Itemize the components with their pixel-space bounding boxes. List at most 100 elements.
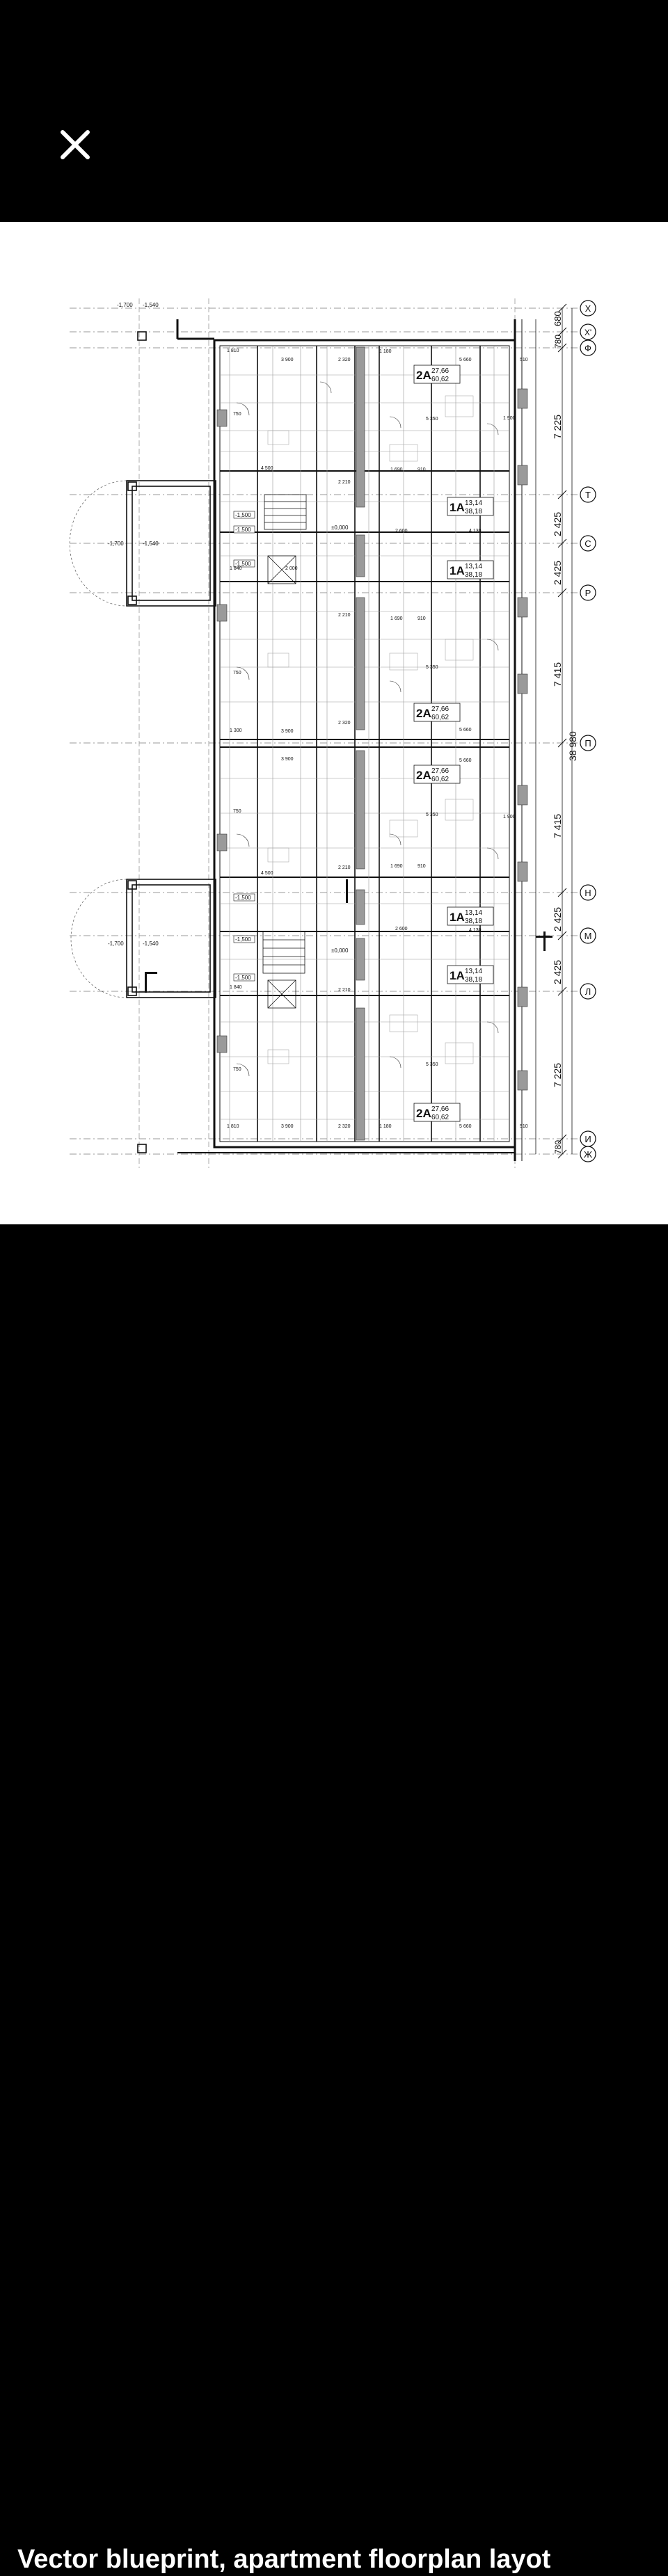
dim-label: 4 500 [261,466,273,471]
dim-label: 2 600 [395,529,408,534]
svg-text:Л: Л [585,986,591,997]
viewer-top-bar [0,0,668,222]
dim-label: 1 690 [390,864,403,869]
svg-text:38,18: 38,18 [465,976,482,984]
dim-label: 2 320 [338,1124,351,1129]
dim-label: 750 [233,671,241,675]
dim-label: 5 660 [459,1124,472,1129]
axis-marker: Ж [580,1146,596,1162]
svg-text:2A: 2A [416,369,431,382]
axis-marker: Н [580,884,596,901]
svg-text:38,18: 38,18 [465,571,482,579]
dim-label: 5 350 [426,1062,438,1067]
svg-text:Ж: Ж [584,1149,592,1160]
dim-label: 2 000 [285,566,298,571]
apartment-tags: 2A 27,66 60,62 1A 13,14 38,18 1A 13,14 3… [413,365,494,1122]
level-mark: -1,500 [235,527,251,533]
dim-label: 2 210 [338,865,351,870]
dim-label: 1 840 [230,985,242,990]
svg-text:П: П [584,738,591,749]
svg-text:1A: 1A [450,501,465,514]
dim-label: 7 225 [552,415,563,439]
dim-label: 780 [553,335,563,349]
level-mark: -1,500 [235,561,251,567]
svg-text:С: С [584,538,591,549]
image-caption: Vector blueprint, apartment floorplan la… [17,2545,551,2574]
right-dimensions: 680 780 7 225 2 425 2 425 7 415 38 980 7… [552,311,578,1154]
dim-label: 3 900 [281,1124,294,1129]
dim-label: 2 210 [338,988,351,993]
dim-label: 2 425 [552,561,563,585]
level-mark: -1,500 [235,975,251,981]
dim-label: 1 810 [227,1124,239,1129]
level-mark: -1,700 [108,941,124,947]
dim-label: 910 [418,864,426,869]
level-mark: -1,500 [235,512,251,518]
axis-marker: Х [580,300,596,317]
svg-text:1A: 1A [450,911,465,924]
svg-text:27,66: 27,66 [431,367,449,375]
dim-label: 3 900 [281,358,294,362]
level-mark: -1,540 [143,302,159,308]
svg-text:Н: Н [584,888,591,898]
dim-label: 1 690 [390,616,403,621]
dim-label: 2 425 [552,960,563,984]
dim-label: 1 810 [227,349,239,353]
apartment-tag: 2A 27,66 60,62 [413,1103,461,1122]
svg-text:Р: Р [585,588,591,598]
svg-text:13,14: 13,14 [465,499,482,507]
axis-marker: Р [580,584,596,601]
svg-text:2A: 2A [416,707,431,720]
dim-label: 4 130 [469,529,482,534]
svg-text:Т: Т [585,490,591,500]
svg-text:И: И [584,1134,591,1144]
dim-label: 7 415 [552,662,563,687]
dim-label: 7 225 [552,1063,563,1087]
svg-text:1A: 1A [450,969,465,982]
svg-text:Х': Х' [584,328,591,337]
svg-text:27,66: 27,66 [431,767,449,775]
dim-label: 750 [233,412,241,417]
axis-markers: Х Х' Ф Т С Р П Н М Л И Ж [580,300,596,1162]
level-mark: -1,540 [143,541,159,547]
axis-marker: М [580,927,596,944]
dim-label: 2 210 [338,480,351,485]
svg-text:М: М [584,931,592,941]
blueprint-image[interactable]: 2A 27,66 60,62 1A 13,14 38,18 1A 13,14 3… [0,222,668,1224]
apartment-tag: 2A 27,66 60,62 [413,765,461,784]
apartment-tag: 2A 27,66 60,62 [413,365,461,384]
dim-label: 1 900 [503,815,516,819]
dim-label: 1 180 [379,349,392,354]
apartment-tag: 1A 13,14 38,18 [447,906,494,926]
dim-label: 510 [520,358,528,362]
dim-label: 5 660 [459,758,472,763]
level-mark: -1,700 [117,302,133,308]
dim-label: 780 [553,1140,563,1154]
dim-label: 750 [233,809,241,814]
dim-label: 1 900 [503,416,516,421]
close-button[interactable] [54,124,96,166]
svg-text:60,62: 60,62 [431,376,449,383]
viewer-bottom-bar: Vector blueprint, apartment floorplan la… [0,1224,668,2574]
svg-text:13,14: 13,14 [465,968,482,975]
svg-text:Ф: Ф [584,343,591,353]
dim-label: 5 660 [459,358,472,362]
svg-text:60,62: 60,62 [431,1114,449,1121]
dim-label: 2 425 [552,907,563,931]
level-mark: -1,700 [108,541,124,547]
dim-label: 2 600 [395,927,408,931]
dim-label: 2 320 [338,721,351,726]
dim-label: 2 320 [338,358,351,362]
dim-label: 910 [418,616,426,621]
dim-label: 5 350 [426,665,438,670]
dim-label: 5 660 [459,728,472,733]
dim-label: 910 [418,467,426,472]
axis-marker: П [580,735,596,751]
level-mark: -1,500 [235,895,251,901]
dim-label: 38 980 [567,731,578,761]
axis-marker: Т [580,486,596,503]
svg-text:60,62: 60,62 [431,714,449,721]
dim-label: 510 [520,1124,528,1129]
axis-marker: Л [580,983,596,1000]
dim-label: 5 350 [426,813,438,817]
